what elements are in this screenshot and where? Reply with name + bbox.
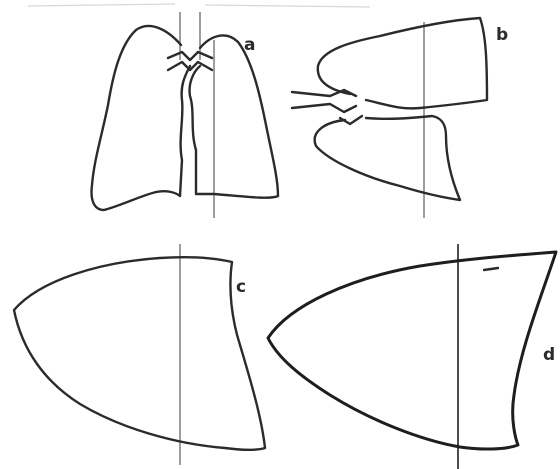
panel-b-upper-outline	[318, 18, 487, 108]
panel-a-label: a	[244, 35, 255, 55]
panel-c-lung-outline	[14, 257, 265, 450]
panel-c: c	[14, 244, 265, 465]
panel-c-label: c	[236, 277, 246, 297]
panel-a-right-lung-outline	[190, 35, 278, 197]
panel-b-bronchi	[292, 90, 362, 124]
scan-artifact	[28, 4, 370, 7]
panel-a: a	[92, 12, 279, 218]
panel-d-lung-outline	[268, 252, 556, 449]
panel-b-lower-outline	[315, 116, 460, 200]
panel-a-left-lung-outline	[92, 26, 191, 210]
panel-d: d	[268, 244, 556, 469]
panel-b: b	[292, 18, 508, 218]
panel-d-apex-mark	[484, 268, 498, 270]
panel-d-label: d	[543, 345, 555, 365]
panel-b-label: b	[496, 25, 508, 45]
